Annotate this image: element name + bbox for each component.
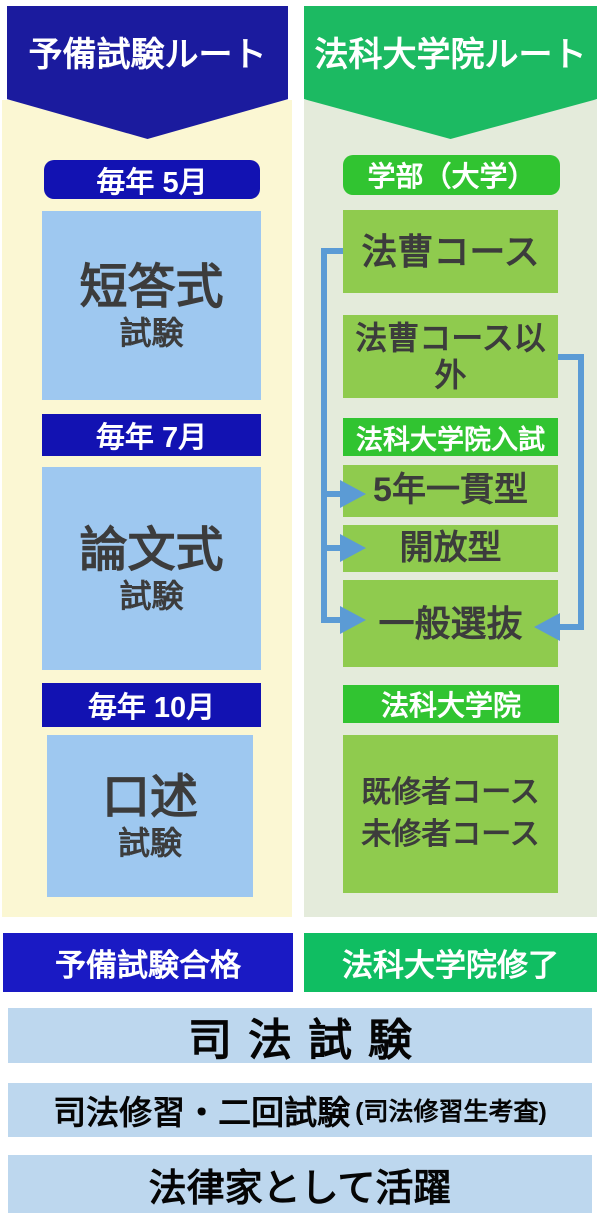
legal-course-box: 法曹コース <box>343 210 558 293</box>
connector-arm-general-right <box>558 624 584 630</box>
law-school-completion-banner: 法科大学院修了 <box>304 933 597 992</box>
date-banner-october: 毎年 10月 <box>42 683 261 727</box>
experienced-course-label: 既修者コース <box>361 776 540 809</box>
short-answer-exam-box: 短答式 試験 <box>42 211 261 400</box>
legal-training-label: 司法修習・二回試験 <box>53 1094 351 1131</box>
preliminary-exam-pass-banner: 予備試験合格 <box>3 933 293 992</box>
arrow-right-five-year-icon <box>340 480 366 508</box>
date-banner-july: 毎年 7月 <box>42 414 261 456</box>
beginner-course-label: 未修者コース <box>361 818 540 851</box>
connector-left-vertical <box>321 248 327 623</box>
oral-exam-subtitle: 試験 <box>117 825 182 862</box>
five-year-track-box: 5年一貫型 <box>343 465 558 517</box>
date-banner-may: 毎年 5月 <box>44 160 260 199</box>
law-school-courses-box: 既修者コース 未修者コース <box>343 735 558 893</box>
legal-training-bar: 司法修習・二回試験 (司法修習生考査) <box>8 1083 592 1137</box>
open-track-box: 開放型 <box>343 525 558 572</box>
bar-exam-bar: 司法試験 <box>8 1008 592 1065</box>
non-legal-course-box: 法曹コース以外 <box>343 315 558 398</box>
law-school-entrance-exam-banner: 法科大学院入試 <box>343 418 558 456</box>
oral-exam-box: 口述 試験 <box>47 735 253 897</box>
connector-arm-open-track <box>327 545 342 551</box>
oral-exam-title: 口述 <box>101 771 198 824</box>
lawyer-career-bar: 法律家として活躍 <box>8 1155 592 1213</box>
general-selection-box: 一般選抜 <box>343 580 558 667</box>
lawyer-career-label: 法律家として活躍 <box>148 1167 452 1210</box>
essay-exam-subtitle: 試験 <box>119 577 184 614</box>
connector-arm-five-year <box>327 491 342 497</box>
short-answer-exam-title: 短答式 <box>79 260 224 314</box>
arrow-right-general-icon <box>340 606 366 634</box>
arrow-left-general-icon <box>534 613 560 641</box>
connector-non-legal-stub <box>558 354 584 360</box>
arrow-right-open-track-icon <box>340 534 366 562</box>
bar-exam-label: 司法試験 <box>188 1015 428 1065</box>
connector-right-vertical <box>578 354 584 630</box>
connector-arm-general-left <box>327 617 342 623</box>
essay-exam-title: 論文式 <box>79 523 224 577</box>
legal-training-sublabel: (司法修習生考査) <box>355 1098 547 1126</box>
law-school-banner: 法科大学院 <box>343 685 559 723</box>
essay-exam-box: 論文式 試験 <box>42 467 261 670</box>
connector-legal-course-stub <box>321 248 343 254</box>
short-answer-exam-subtitle: 試験 <box>119 314 184 351</box>
university-banner: 学部（大学） <box>343 155 560 195</box>
